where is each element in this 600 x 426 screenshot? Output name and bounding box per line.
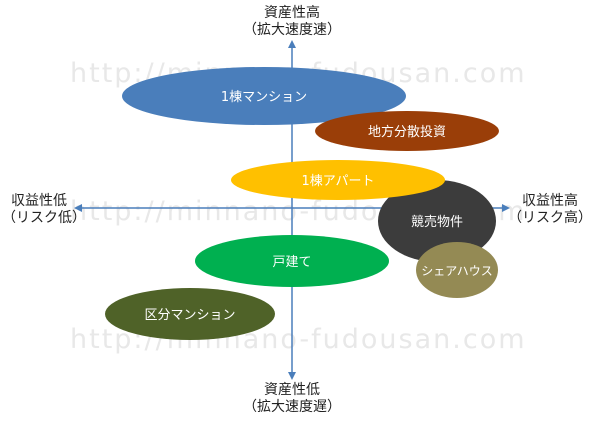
bubble-detached-house xyxy=(195,235,389,287)
bubble-label-unit-mansion: 区分マンション xyxy=(144,308,235,323)
bubble-unit-mansion xyxy=(105,288,275,340)
axis-label-left-line2: （リスク低） xyxy=(2,210,86,226)
axis-label-top-line1: 資産性高 xyxy=(264,5,320,21)
axis-label-bottom: 資産性低 （拡大速度遅） xyxy=(242,382,342,416)
bubble-label-share-house: シェアハウス xyxy=(421,264,493,278)
bubble-label-1-building-apartment: 1棟アパート xyxy=(301,174,374,189)
bubble-auction-property xyxy=(378,180,496,262)
axis-label-top: 資産性高 （拡大速度速） xyxy=(242,5,342,39)
axis-label-top-line2: （拡大速度速） xyxy=(243,22,341,38)
bubble-label-regional-diversified: 地方分散投資 xyxy=(368,124,446,140)
bubble-regional-diversified xyxy=(315,111,499,151)
bubble-1-building-apartment xyxy=(231,160,445,200)
axis-label-left-line1: 収益性低 xyxy=(11,193,67,209)
bubble-1-building-mansion xyxy=(122,67,406,125)
axis-label-right: 収益性高 （リスク高） xyxy=(507,193,593,227)
axis-label-right-line1: 収益性高 xyxy=(522,193,578,209)
bubble-label-1-building-mansion: 1棟マンション xyxy=(221,90,307,105)
axis-label-right-line2: （リスク高） xyxy=(508,210,592,226)
axis-label-bottom-line2: （拡大速度遅） xyxy=(243,399,341,415)
axis-label-bottom-line1: 資産性低 xyxy=(264,382,320,398)
axis-label-left: 収益性低 （リスク低） xyxy=(2,193,86,227)
bubble-share-house xyxy=(416,242,498,298)
bubble-label-auction-property: 競売物件 xyxy=(411,214,463,230)
bubble-label-detached-house: 戸建て xyxy=(272,255,311,270)
